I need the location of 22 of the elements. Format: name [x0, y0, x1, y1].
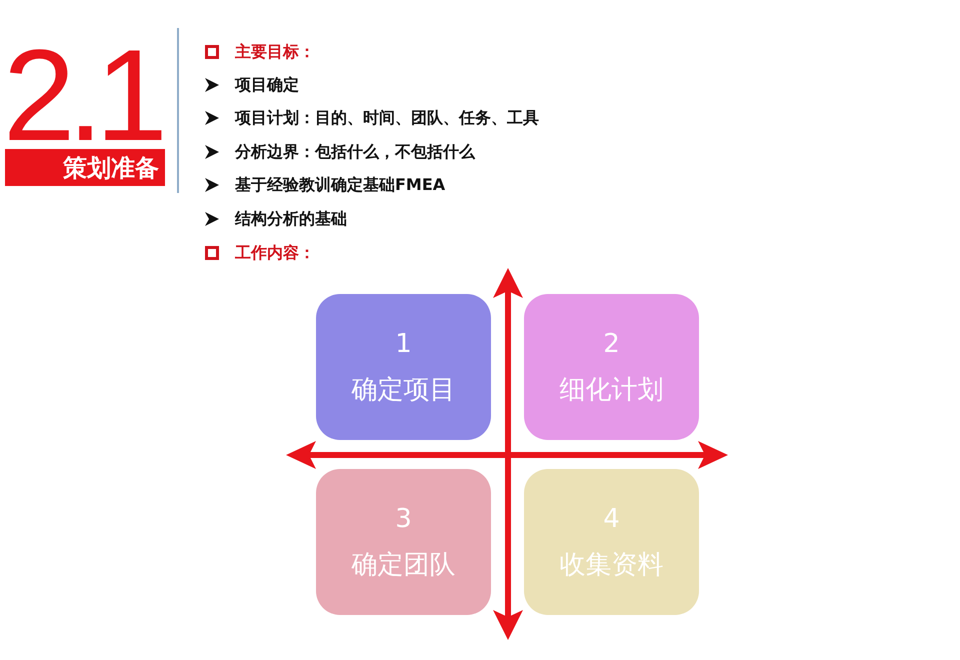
- list-item: 项目计划：目的、时间、团队、任务、工具: [235, 110, 539, 126]
- list-item: 分析边界：包括什么，不包括什么: [235, 144, 475, 160]
- list-item: 项目确定: [235, 77, 299, 93]
- step-card: [316, 294, 491, 440]
- step-number: 3: [395, 506, 412, 532]
- section-heading: 主要目标：: [235, 44, 315, 60]
- step-title: 细化计划: [560, 377, 664, 403]
- step-number: 4: [603, 506, 620, 532]
- list-item: 基于经验教训确定基础FMEA: [235, 177, 446, 193]
- section-number: 2.1: [3, 43, 160, 147]
- section-title: 策划准备: [63, 156, 159, 180]
- list-item: 结构分析的基础: [235, 211, 347, 227]
- step-card: [316, 469, 491, 615]
- step-card: [524, 294, 699, 440]
- section-heading: 工作内容：: [235, 245, 315, 261]
- title-band: [5, 149, 165, 186]
- step-title: 确定团队: [352, 552, 456, 578]
- step-title: 确定项目: [352, 377, 456, 403]
- step-number: 2: [603, 331, 620, 357]
- step-title: 收集资料: [560, 552, 664, 578]
- step-number: 1: [395, 331, 412, 357]
- step-card: [524, 469, 699, 615]
